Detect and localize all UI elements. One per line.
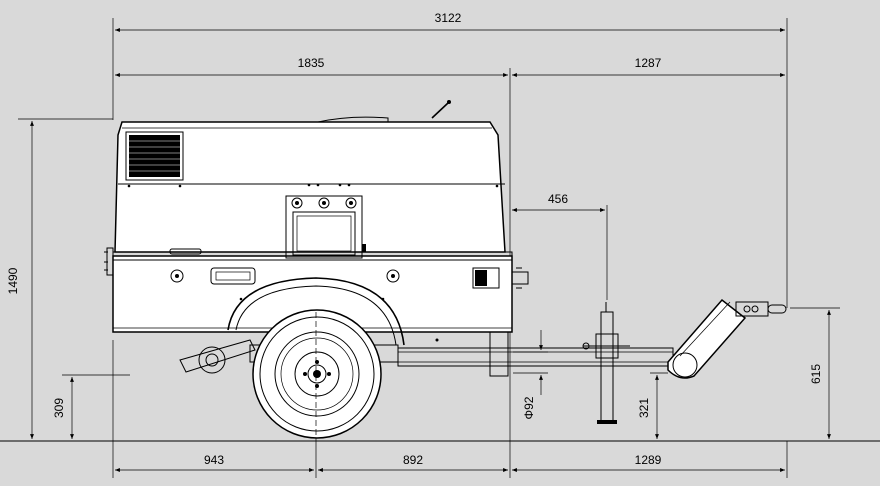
label-jack-offset: 456 [548,192,568,206]
label-drawbar-height: 321 [637,398,651,418]
label-body-length: 1835 [298,56,325,70]
label-hitch-height: 615 [809,364,823,384]
vent-grille [125,131,184,181]
fender [227,277,405,346]
extension-lines [18,18,840,478]
jockey-jack [582,302,630,424]
label-front-to-hitch: 1289 [635,453,662,467]
lower-panel-details [170,267,500,289]
label-axle-height: 309 [52,398,66,418]
dimension-labels: 3122 1835 1287 456 1490 309 Φ92 321 615 … [6,11,823,467]
compressor-body [104,100,513,333]
label-drawbar-length: 1287 [635,56,662,70]
wheel [252,309,382,439]
drawbar-frame [397,331,674,377]
label-axle-to-front: 892 [403,453,423,467]
label-drawbar-diameter: Φ92 [522,396,536,419]
dimension-lines [30,28,831,472]
label-rear-to-axle: 943 [204,453,224,467]
control-panel-door [285,195,366,259]
door-handle [169,248,202,255]
label-overall-length: 3122 [435,11,462,25]
label-overall-height: 1490 [6,267,20,294]
rivets [127,183,499,301]
tow-arm [667,298,787,379]
front-connector [512,267,529,289]
rear-support-leg [179,339,256,374]
